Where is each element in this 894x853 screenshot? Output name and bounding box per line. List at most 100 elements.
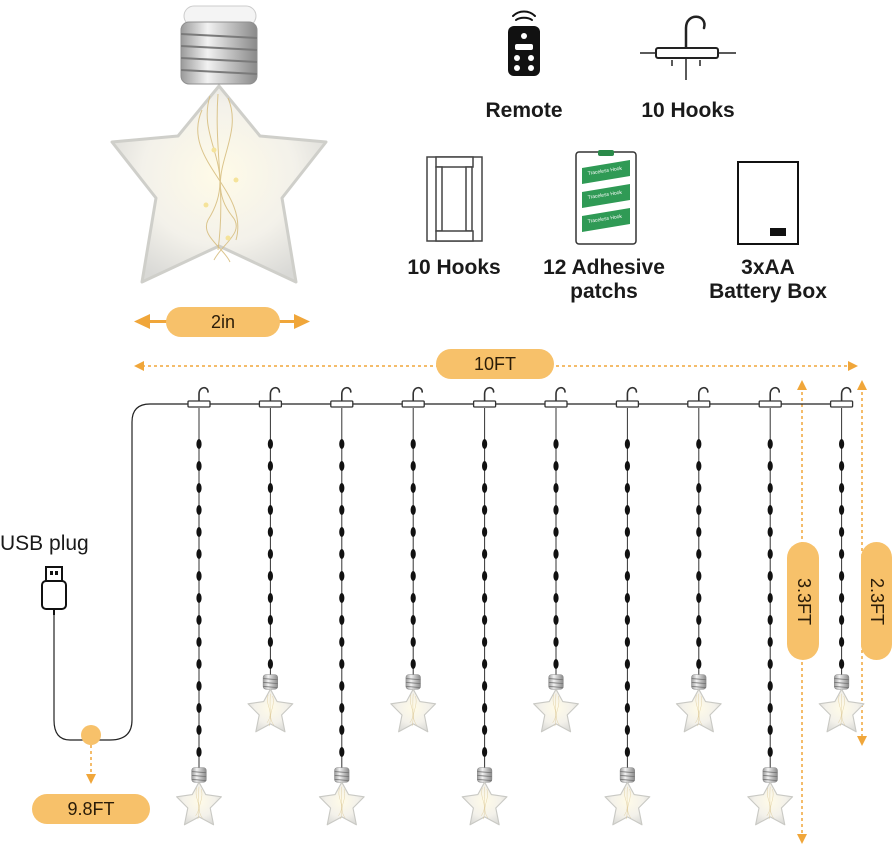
led-bead: [339, 483, 345, 493]
led-bead: [196, 593, 202, 603]
led-bead: [696, 483, 702, 493]
led-bead: [696, 659, 702, 669]
led-bead: [767, 659, 773, 669]
led-bead: [339, 637, 345, 647]
led-bead: [196, 725, 202, 735]
led-bead: [839, 505, 845, 515]
led-bead: [767, 593, 773, 603]
long-drop-arrow: [797, 380, 807, 844]
led-bead: [767, 527, 773, 537]
led-bead: [196, 483, 202, 493]
star-bulb: [675, 674, 722, 733]
led-bead: [482, 571, 488, 581]
led-bead: [482, 615, 488, 625]
led-bead: [267, 483, 273, 493]
star-bulb: [318, 767, 365, 826]
led-bead: [339, 593, 345, 603]
clip-hooks-label: 10 Hooks: [407, 256, 501, 279]
led-bead: [482, 439, 488, 449]
hook-icon-top: [640, 15, 736, 80]
remote-label: Remote: [485, 99, 563, 122]
strand-hook: [686, 386, 711, 408]
led-bead: [696, 615, 702, 625]
led-bead: [410, 461, 416, 471]
cable-length-badge: 9.8FT: [32, 794, 150, 824]
led-bead: [624, 593, 631, 603]
led-bead: [410, 527, 416, 537]
led-bead: [553, 593, 559, 603]
led-bead: [553, 615, 559, 625]
led-bead: [553, 549, 559, 559]
led-bead: [839, 549, 845, 559]
led-bead: [339, 615, 345, 625]
led-bead: [196, 505, 202, 515]
led-bead: [267, 637, 273, 647]
led-bead: [339, 527, 345, 537]
led-bead: [482, 681, 488, 691]
led-bead: [767, 505, 773, 515]
led-bead: [624, 615, 631, 625]
led-bead: [696, 549, 702, 559]
led-bead: [553, 637, 559, 647]
led-bead: [482, 659, 488, 669]
adhesive-label-line2: patchs: [570, 280, 638, 303]
led-bead: [624, 439, 631, 449]
led-bead: [196, 615, 202, 625]
led-bead: [624, 527, 631, 537]
short-drop-badge: 2.3FT: [861, 542, 892, 660]
long-drop-text: 3.3FT: [793, 577, 814, 625]
led-bead: [839, 483, 845, 493]
led-bead: [196, 461, 202, 471]
led-bead: [410, 505, 416, 515]
led-bead: [696, 461, 702, 471]
led-bead: [767, 703, 773, 713]
led-bead: [482, 703, 488, 713]
hooks-top-label: 10 Hooks: [641, 99, 735, 122]
star-bulb: [604, 767, 651, 826]
led-bead: [767, 439, 773, 449]
led-bead: [696, 527, 702, 537]
led-bead: [267, 527, 273, 537]
led-bead: [267, 549, 273, 559]
led-bead: [482, 483, 488, 493]
strand-hook: [187, 386, 211, 408]
led-bead: [767, 461, 773, 471]
star-bulb: [747, 767, 794, 826]
long-drop-badge: 3.3FT: [787, 542, 819, 660]
led-bead: [196, 439, 202, 449]
usb-cable: [53, 403, 842, 741]
led-bead: [553, 505, 559, 515]
led-bead: [196, 703, 202, 713]
led-bead: [410, 571, 416, 581]
led-bead: [839, 527, 845, 537]
led-bead: [624, 703, 631, 713]
led-bead: [767, 681, 773, 691]
led-bead: [410, 593, 416, 603]
led-bead: [410, 439, 416, 449]
led-bead: [339, 659, 345, 669]
strand-hook: [258, 386, 283, 408]
led-bead: [482, 593, 488, 603]
led-bead: [267, 505, 273, 515]
led-bead: [624, 747, 631, 757]
led-bead: [339, 461, 345, 471]
led-bead: [339, 747, 345, 757]
strand-hook: [401, 386, 426, 408]
bulb-width-badge: 2in: [166, 307, 280, 337]
led-bead: [196, 637, 202, 647]
led-bead: [482, 527, 488, 537]
adhesive-patches-icon: Traceless Hook Traceless Hook Traceless …: [575, 150, 637, 245]
led-bead: [196, 681, 202, 691]
strand-hook: [829, 386, 854, 408]
led-bead: [696, 637, 702, 647]
usb-plug-icon: [41, 566, 67, 615]
battery-label-line2: Battery Box: [709, 280, 827, 303]
light-strands: [176, 386, 865, 826]
star-bulb: [461, 767, 508, 826]
usb-plug-label: USB plug: [0, 532, 89, 555]
led-bead: [839, 615, 845, 625]
led-bead: [553, 461, 559, 471]
led-bead: [482, 637, 488, 647]
